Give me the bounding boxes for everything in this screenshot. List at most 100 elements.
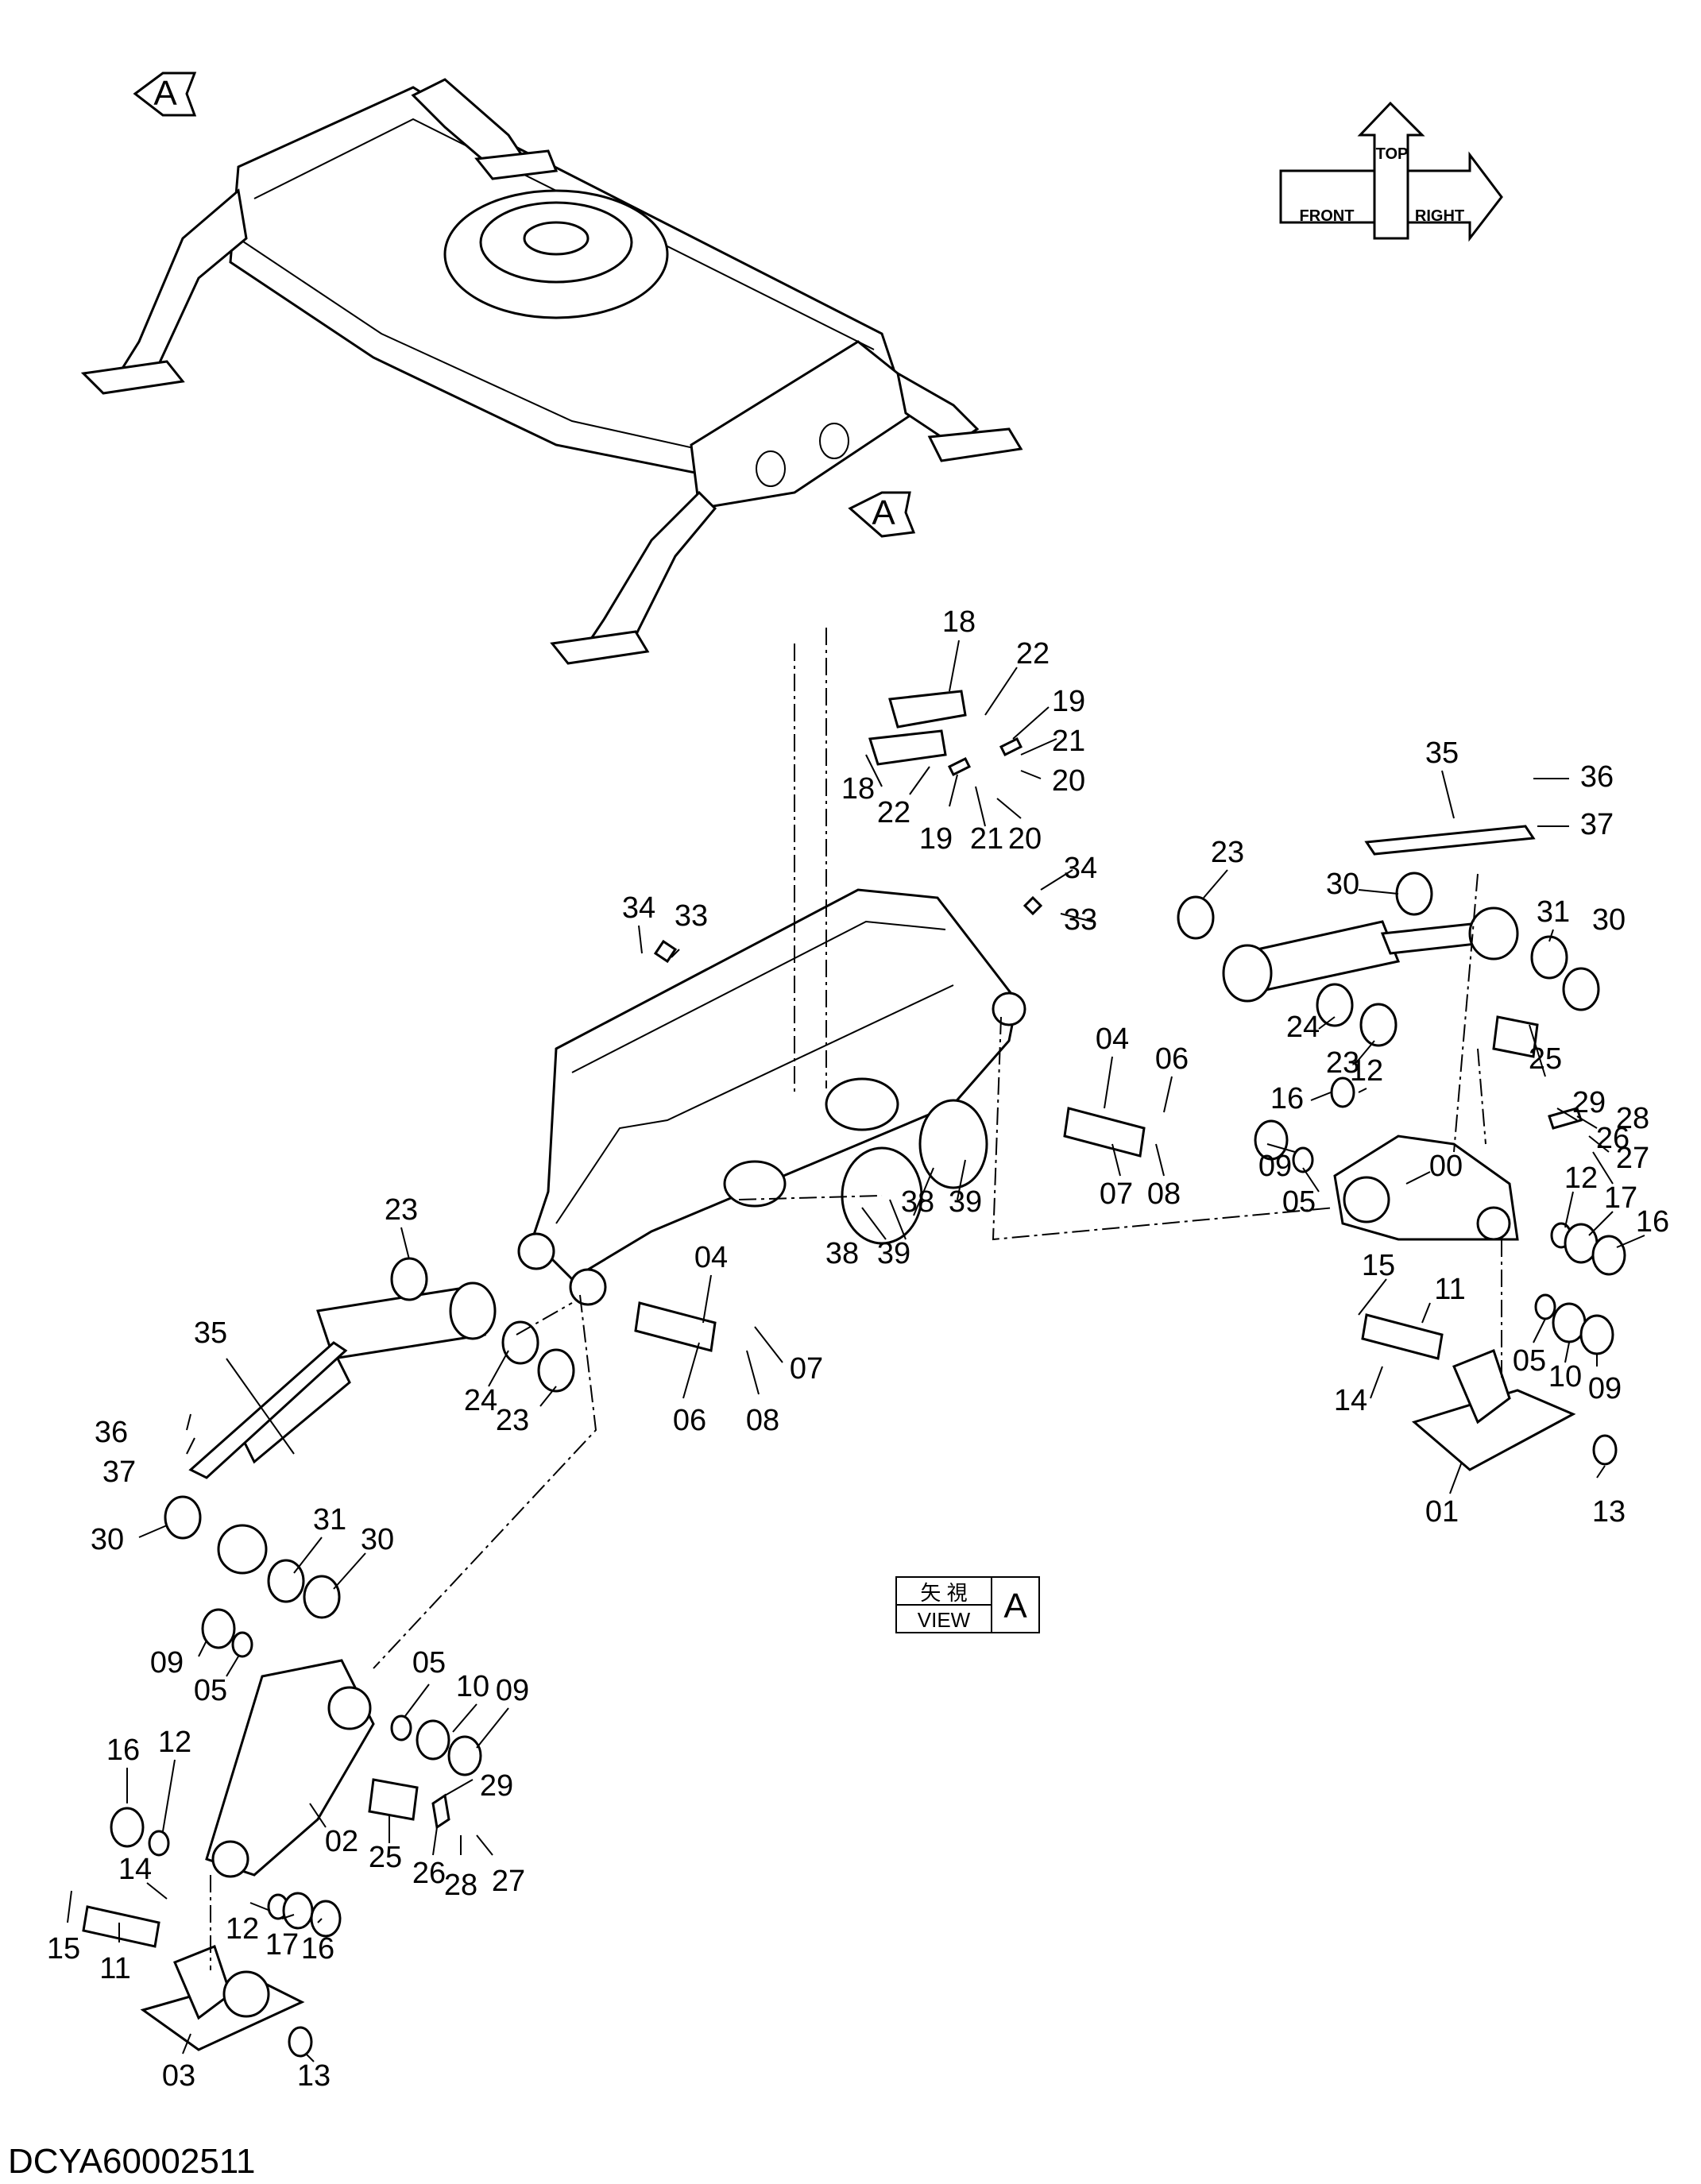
callout: 17 (1604, 1181, 1637, 1215)
callout: 16 (1636, 1205, 1669, 1239)
callout: 23 (1211, 836, 1244, 869)
callout: 03 (162, 2059, 195, 2093)
orientation-right-label: RIGHT (1415, 207, 1464, 225)
callout: 12 (1564, 1162, 1598, 1195)
view-box-letter: A (1003, 1587, 1027, 1625)
callout: 20 (1008, 822, 1042, 856)
callout: 08 (1147, 1177, 1181, 1211)
callout: 38 (825, 1237, 859, 1270)
callout: 15 (1362, 1249, 1395, 1282)
callout: 34 (1064, 852, 1097, 885)
callout: 39 (877, 1237, 910, 1270)
view-marker-letter: A (153, 74, 177, 113)
exploded-parts-illustration (82, 628, 1626, 2058)
callout: 33 (1064, 903, 1097, 937)
callout: 37 (1580, 808, 1614, 841)
callout: 08 (746, 1404, 779, 1437)
callout: 25 (1529, 1042, 1562, 1076)
callout: 14 (118, 1853, 152, 1886)
callout: 33 (675, 899, 708, 933)
callout: 06 (1155, 1042, 1189, 1076)
view-box-japanese: 矢 視 (920, 1581, 967, 1605)
leader-lines (67, 640, 1645, 2062)
callout: 22 (877, 796, 910, 829)
callout: 35 (194, 1316, 227, 1350)
callout: 19 (1052, 685, 1085, 718)
callout: 21 (1052, 725, 1085, 758)
callout: 30 (1326, 868, 1359, 901)
callout: 14 (1334, 1384, 1367, 1417)
view-a-marker-top: A (133, 72, 197, 117)
callout: 12 (226, 1912, 259, 1946)
callout: 09 (150, 1646, 184, 1680)
callout: 27 (1616, 1142, 1649, 1175)
callout: 05 (412, 1646, 446, 1680)
callout: 30 (1592, 903, 1626, 937)
callout: 29 (1572, 1086, 1606, 1119)
callout: 23 (1326, 1046, 1359, 1080)
callout: 19 (919, 822, 953, 856)
callout: 27 (492, 1865, 525, 1898)
view-marker-letter: A (872, 493, 895, 532)
callout: 20 (1052, 764, 1085, 798)
callout: 38 (901, 1185, 934, 1219)
callout: 13 (297, 2059, 331, 2093)
callout: 34 (622, 891, 655, 925)
callout: 26 (1596, 1122, 1629, 1155)
callout: 06 (673, 1404, 706, 1437)
callout: 10 (456, 1670, 489, 1703)
callout: 11 (99, 1952, 130, 1985)
callout: 28 (444, 1869, 477, 1902)
callout: 16 (106, 1734, 140, 1767)
callout: 15 (47, 1932, 80, 1966)
callout: 18 (942, 605, 976, 639)
callout: 23 (385, 1193, 418, 1227)
callout: 39 (949, 1185, 982, 1219)
callout: 09 (1258, 1150, 1292, 1183)
drawing-id: DCYA60002511 (8, 2142, 255, 2181)
callout: 04 (1096, 1022, 1129, 1056)
callout: 36 (1580, 760, 1614, 794)
callout: 09 (496, 1674, 529, 1707)
callout: 36 (95, 1416, 128, 1449)
callout: 21 (970, 822, 1003, 856)
callout: 00 (1429, 1150, 1463, 1183)
callout: 30 (91, 1523, 124, 1556)
callout: 16 (1270, 1082, 1304, 1115)
callout: 29 (480, 1769, 513, 1803)
callout: 17 (265, 1928, 299, 1962)
callout: 30 (361, 1523, 394, 1556)
callout: 24 (464, 1384, 497, 1417)
callout: 18 (841, 772, 875, 806)
callout-labels: 18 22 19 21 20 18 22 19 21 20 35 36 37 3… (47, 605, 1669, 2093)
view-a-box: 矢 視 VIEW A (895, 1576, 1040, 1633)
view-box-view-label: VIEW (918, 1608, 971, 1632)
frame-assembly-illustration (80, 78, 1023, 665)
callout: 12 (158, 1726, 191, 1759)
callout: 10 (1548, 1360, 1582, 1394)
callout: 31 (1537, 895, 1570, 929)
callout: 04 (694, 1241, 728, 1274)
callout: 07 (1100, 1177, 1133, 1211)
orientation-front-label: FRONT (1300, 207, 1355, 225)
callout: 31 (313, 1503, 346, 1537)
callout: 23 (496, 1404, 529, 1437)
callout: 37 (102, 1455, 136, 1489)
callout: 24 (1286, 1011, 1320, 1044)
callout: 25 (369, 1841, 402, 1874)
callout: 02 (325, 1825, 358, 1858)
callout: 28 (1616, 1102, 1649, 1135)
callout: 05 (1513, 1344, 1546, 1378)
callout: 05 (1282, 1185, 1316, 1219)
callout: 13 (1592, 1495, 1626, 1529)
orientation-arrows-symbol: FRONT TOP RIGHT (1279, 101, 1503, 242)
callout: 09 (1588, 1372, 1622, 1405)
callout: 01 (1425, 1495, 1459, 1529)
callout: 05 (194, 1674, 227, 1707)
callout: 07 (790, 1352, 823, 1386)
orientation-top-label: TOP (1376, 145, 1409, 163)
callout: 26 (412, 1857, 446, 1890)
callout: 11 (1434, 1273, 1465, 1306)
callout: 22 (1016, 637, 1050, 671)
